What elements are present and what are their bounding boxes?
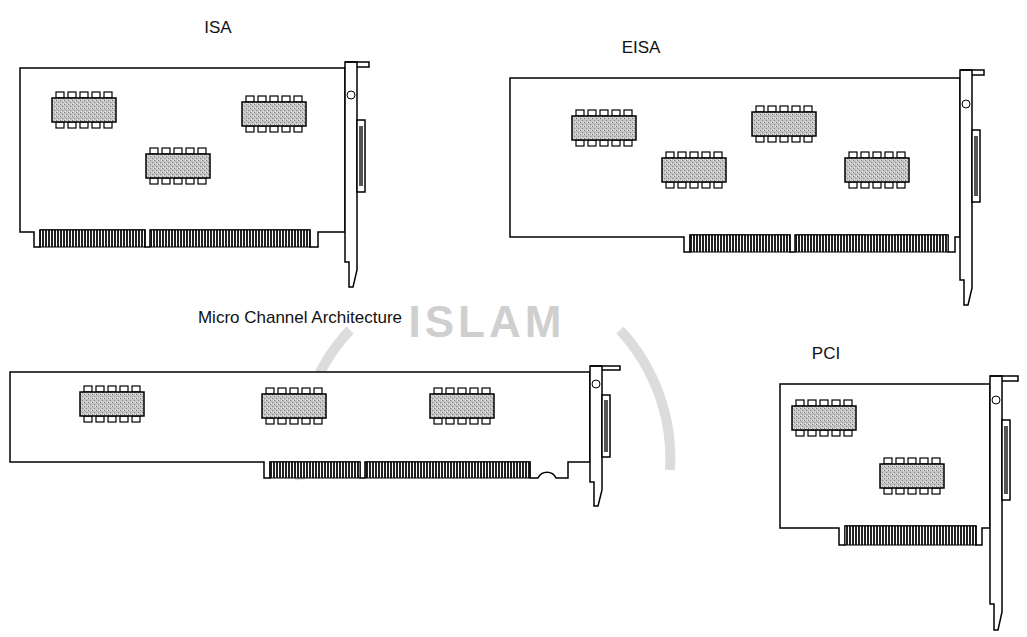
card-title: ISA xyxy=(204,18,231,38)
micro-channel-card xyxy=(10,366,620,506)
card-title: EISA xyxy=(622,38,661,58)
isa-card xyxy=(20,62,369,287)
pci-card xyxy=(780,376,1018,630)
card-title: Micro Channel Architecture xyxy=(198,308,402,328)
watermark: ISLAM xyxy=(409,296,566,349)
card-title: PCI xyxy=(812,344,840,364)
eisa-card xyxy=(510,70,984,305)
